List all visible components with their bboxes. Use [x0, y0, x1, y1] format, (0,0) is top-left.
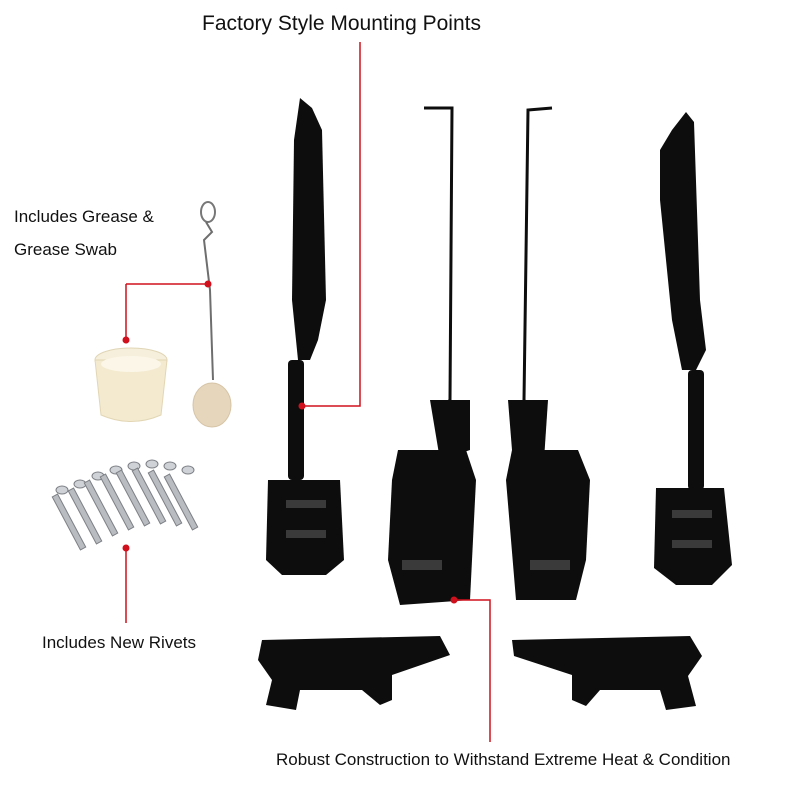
right-cable-arm: [654, 112, 732, 585]
callout-lines: [125, 42, 491, 742]
grease-cup: [94, 347, 168, 422]
grease-callout-line2: Grease Swab: [14, 240, 117, 259]
mounting-points-leader: [302, 42, 361, 407]
rivets-callout: Includes New Rivets: [42, 633, 197, 652]
construction-callout: Robust Construction to Withstand Extreme…: [276, 750, 731, 769]
grease-leader: [125, 283, 208, 340]
left-cable-arm: [266, 98, 344, 575]
grease-cup-dot: [122, 336, 130, 344]
grease-callout: Includes Grease & Grease Swab: [14, 200, 154, 266]
callout-dots: [122, 280, 458, 604]
rivets: [51, 459, 199, 551]
mounting-dot: [298, 402, 306, 410]
grease-swab: [192, 201, 232, 428]
construction-dot: [450, 596, 458, 604]
rivets-dot: [122, 544, 130, 552]
center-wire-rods: [424, 106, 553, 412]
bottom-left-guide: [258, 636, 450, 710]
center-right-bracket: [506, 400, 590, 600]
center-left-bracket: [388, 400, 476, 605]
grease-callout-line1: Includes Grease &: [14, 207, 154, 226]
mounting-points-callout: Factory Style Mounting Points: [202, 12, 481, 35]
construction-leader: [454, 599, 491, 742]
bottom-right-guide: [512, 636, 702, 710]
swab-dot: [204, 280, 212, 288]
